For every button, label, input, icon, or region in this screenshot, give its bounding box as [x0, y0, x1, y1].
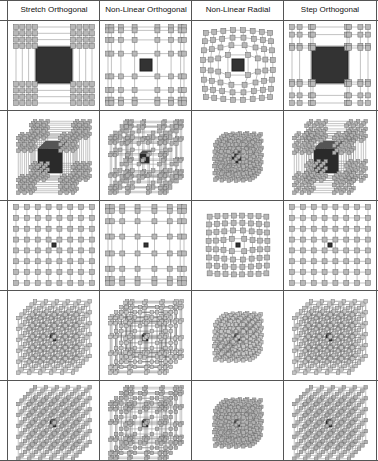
grid-2d [14, 25, 95, 106]
grid-3d [292, 119, 367, 194]
row-rule [0, 110, 378, 111]
grid-3d [16, 385, 91, 460]
focus-cube-top [314, 141, 346, 149]
row-rule [0, 0, 378, 1]
grid-2d [290, 205, 371, 286]
focus-block [328, 243, 332, 247]
focus-cube [50, 421, 57, 428]
row-rule [0, 200, 378, 201]
focus-block [144, 243, 148, 247]
column-header: Step Orthogonal [301, 5, 359, 15]
grid-3d [16, 119, 91, 194]
column-header: Stretch Orthogonal [20, 5, 87, 15]
focus-block [232, 59, 244, 71]
focus-cube [142, 335, 149, 342]
focus-cube [140, 154, 150, 164]
focus-block [52, 243, 56, 247]
focus-cube [326, 335, 333, 342]
grid-2d [206, 213, 270, 277]
focus-cube [234, 421, 241, 428]
column-header: Non-Linear Radial [206, 5, 270, 15]
grid-3d [292, 385, 367, 460]
focus-cube [50, 335, 57, 342]
grid-3d [108, 299, 183, 374]
focus-block [140, 59, 152, 71]
column-rule [191, 0, 192, 461]
grid-3d [213, 132, 264, 183]
grid-3d [213, 312, 264, 363]
column-rule [99, 0, 100, 461]
column-rule [7, 0, 8, 461]
row-rule [0, 380, 378, 381]
grid-2d [290, 25, 371, 106]
grid-3d [292, 299, 367, 374]
bottom-rule [0, 460, 378, 461]
grid-3d [213, 398, 264, 449]
focus-block [312, 47, 348, 83]
column-rule [283, 0, 284, 461]
focus-block [36, 47, 72, 83]
focus-cube [142, 421, 149, 428]
focus-cube [38, 148, 63, 173]
focus-cube [232, 154, 242, 164]
focus-cube [326, 421, 333, 428]
row-rule [0, 290, 378, 291]
focus-block [236, 243, 240, 247]
grid-3d [16, 299, 91, 374]
focus-cube [234, 335, 241, 342]
grid-2d [106, 25, 187, 106]
row-rule [0, 20, 378, 21]
focus-cube [314, 148, 339, 173]
grid-2d [14, 205, 95, 286]
column-header: Non-Linear Orthogonal [105, 5, 186, 15]
grid-2d [201, 28, 276, 103]
grid-3d [108, 119, 183, 194]
grid-2d [106, 205, 187, 286]
grid-3d [108, 385, 183, 460]
column-rule [376, 0, 377, 461]
